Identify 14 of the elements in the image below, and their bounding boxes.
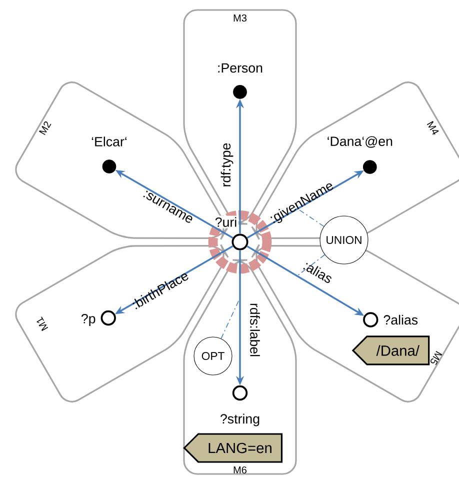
node-label: ?string	[218, 412, 262, 428]
node-label: ‘Elcar‘	[90, 135, 129, 148]
leader-line	[220, 300, 240, 339]
leader-line	[298, 208, 324, 227]
filter-tag: /Dana/	[352, 336, 430, 366]
leader-line	[296, 254, 326, 276]
filter-tag: LANG=en	[183, 433, 283, 463]
node-label: ?uri	[214, 216, 238, 228]
edge-label: :alias	[303, 262, 332, 283]
node-label: ‘Dana‘@en	[325, 134, 394, 150]
node-label: ?p	[80, 312, 98, 328]
edge-label: rdfs:label	[250, 304, 260, 356]
node-label: ?alias	[382, 314, 420, 326]
node-label: :Person	[216, 62, 264, 74]
